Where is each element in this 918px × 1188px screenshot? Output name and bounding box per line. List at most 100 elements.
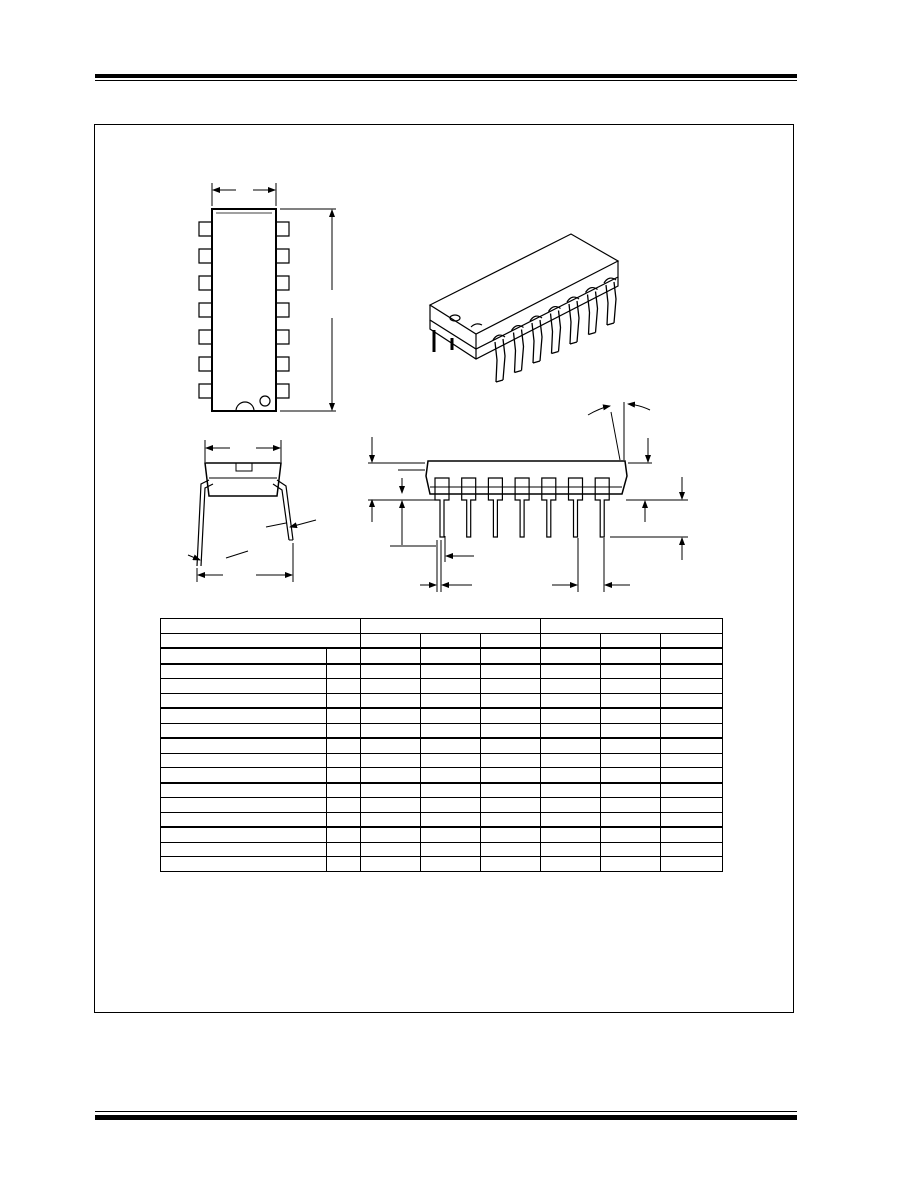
- iso-pin-1-dot: [449, 314, 461, 322]
- table-cell: [420, 856, 481, 872]
- table-cell: [600, 811, 662, 828]
- table-cell: [600, 767, 662, 783]
- isometric-view: [428, 233, 620, 383]
- table-cell: [600, 797, 662, 813]
- table-cell: [540, 662, 602, 679]
- table-cell: [160, 811, 327, 828]
- table-cell: [660, 767, 724, 783]
- iso-lead: [494, 338, 506, 383]
- table-cell: [479, 841, 542, 857]
- table-cell: [540, 707, 602, 724]
- table-cell: [160, 841, 327, 857]
- table-cell: [326, 678, 361, 694]
- top-view-lead: [198, 221, 212, 237]
- table-cell: [420, 662, 481, 679]
- table-cell: [660, 752, 724, 768]
- table-cell: [660, 841, 724, 857]
- table-cell: [160, 752, 327, 768]
- table-row: [160, 767, 724, 783]
- table-cell: [600, 647, 662, 664]
- table-row: [160, 856, 724, 872]
- table-cell: [600, 722, 662, 739]
- table-cell: [479, 826, 542, 843]
- table-cell: [360, 737, 421, 754]
- table-row: [160, 647, 724, 664]
- table-cell: [326, 737, 361, 754]
- table-cell: [479, 647, 542, 664]
- table-row: [160, 692, 724, 709]
- table-cell: [326, 707, 361, 724]
- table-cell: [479, 692, 542, 709]
- table-cell: [420, 826, 481, 843]
- table-cell: [600, 692, 662, 709]
- table-cell: [160, 647, 327, 664]
- table-cell: [326, 752, 361, 768]
- footer-rule-thick: [95, 1115, 797, 1120]
- table-cell: [540, 856, 602, 872]
- table-cell: [420, 647, 481, 664]
- table-cell: [660, 647, 724, 664]
- table-cell: [540, 692, 602, 709]
- top-view-lead: [276, 248, 290, 264]
- table-cell: [420, 722, 481, 739]
- table-row: [160, 752, 724, 768]
- table-sub-header: [479, 632, 542, 649]
- table-row: [160, 781, 724, 798]
- table-row: [160, 678, 724, 694]
- iso-lead-shoulder: [529, 315, 543, 322]
- table-cell: [360, 647, 421, 664]
- table-cell: [660, 692, 724, 709]
- table-cell: [360, 797, 421, 813]
- isometric-view-pins: [492, 277, 617, 383]
- table-cell: [600, 856, 662, 872]
- table-cell: [360, 856, 421, 872]
- table-row: [160, 826, 724, 843]
- table-cell: [600, 678, 662, 694]
- table-cell: [540, 826, 602, 843]
- iso-lead: [605, 281, 617, 326]
- table-group-header-row: [160, 618, 724, 634]
- table-cell: [160, 692, 327, 709]
- table-cell: [660, 707, 724, 724]
- table-cell: [540, 841, 602, 857]
- table-cell: [420, 692, 481, 709]
- top-view-lead: [198, 302, 212, 318]
- table-sub-header: [540, 632, 602, 649]
- table-group-header: [359, 618, 542, 634]
- table-cell: [600, 781, 662, 798]
- table-cell: [160, 856, 327, 872]
- table-cell: [660, 826, 724, 843]
- top-view-body: [211, 208, 277, 412]
- table-cell: [326, 647, 361, 664]
- table-row: [160, 737, 724, 754]
- table-cell: [540, 767, 602, 783]
- table-cell: [479, 752, 542, 768]
- table-row: [160, 707, 724, 724]
- top-view-right-pins: [276, 221, 290, 399]
- iso-lead-shoulder: [492, 334, 506, 341]
- table-cell: [360, 722, 421, 739]
- iso-lead: [568, 300, 580, 345]
- table-cell: [479, 856, 542, 872]
- table-cell: [540, 647, 602, 664]
- side-view-lead: [461, 477, 477, 538]
- table-cell: [479, 737, 542, 754]
- table-cell: [360, 767, 421, 783]
- table-cell: [540, 737, 602, 754]
- table-cell: [360, 811, 421, 828]
- end-view: [187, 440, 317, 582]
- pin-1-notch: [235, 401, 255, 412]
- table-cell: [360, 678, 421, 694]
- table-cell: [600, 841, 662, 857]
- top-view-lead: [276, 302, 290, 318]
- table-cell: [420, 781, 481, 798]
- end-view-body: [204, 462, 282, 497]
- table-cell: [660, 662, 724, 679]
- table-cell: [326, 856, 361, 872]
- table-cell: [660, 811, 724, 828]
- table-cell: [360, 752, 421, 768]
- table-cell: [479, 722, 542, 739]
- table-cell: [420, 707, 481, 724]
- table-cell: [160, 797, 327, 813]
